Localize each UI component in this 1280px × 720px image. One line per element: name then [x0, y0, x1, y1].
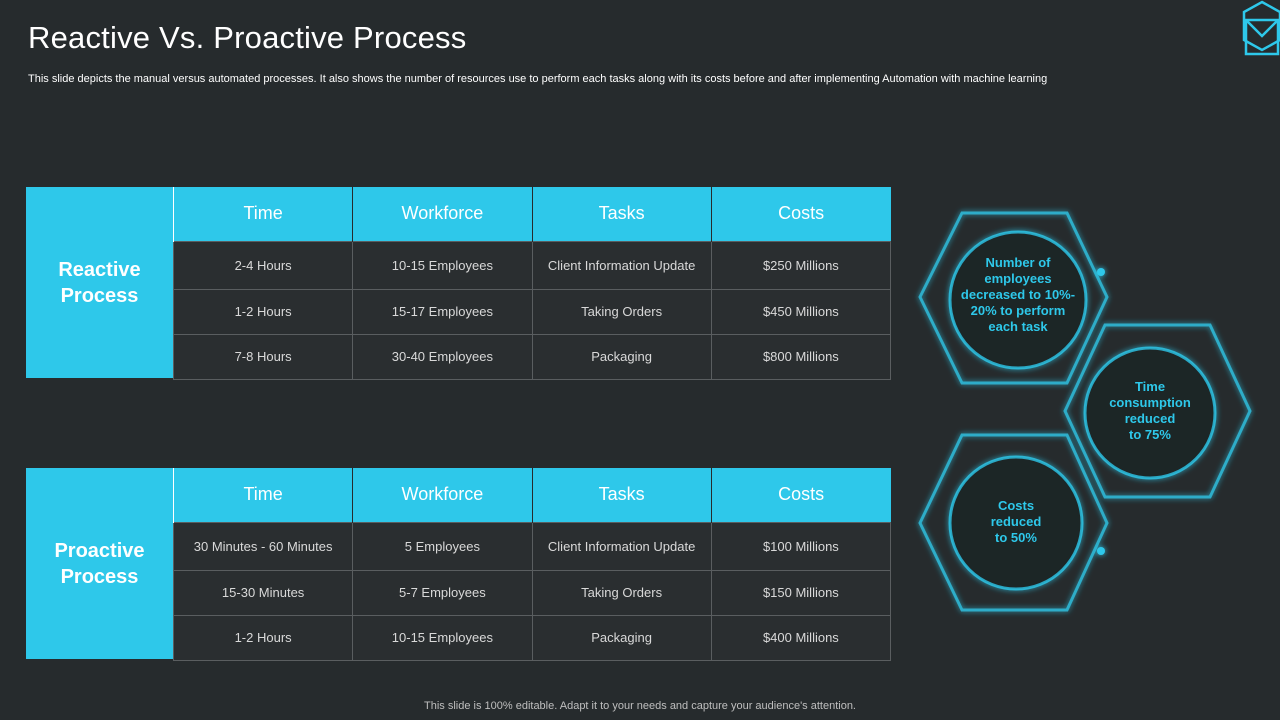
- cell-costs: $450 Millions: [710, 288, 892, 335]
- cell-tasks: Taking Orders: [531, 569, 712, 616]
- hexagon-3: [918, 433, 1109, 612]
- header-costs: Costs: [710, 468, 891, 522]
- highlight-line: to 75%: [1129, 427, 1171, 442]
- proactive-process-label: Proactive Process: [26, 468, 173, 659]
- cell-costs: $150 Millions: [710, 569, 892, 616]
- highlight-line: employees: [984, 271, 1052, 286]
- cell-costs: $800 Millions: [710, 333, 892, 380]
- cell-tasks: Packaging: [531, 333, 712, 380]
- header-tasks: Tasks: [531, 187, 712, 241]
- cell-time: 1-2 Hours: [172, 614, 354, 661]
- cell-workforce: 30-40 Employees: [352, 333, 533, 380]
- table-row: 2-4 Hours 10-15 Employees Client Informa…: [172, 240, 892, 290]
- header-tasks: Tasks: [531, 468, 712, 522]
- footer-note: This slide is 100% editable. Adapt it to…: [424, 700, 856, 712]
- cell-tasks: Client Information Update: [531, 240, 712, 290]
- cell-time: 2-4 Hours: [172, 240, 354, 290]
- header-time: Time: [172, 468, 353, 522]
- proactive-process-table: Proactive Process Time Workforce Tasks C…: [26, 468, 892, 661]
- reactive-label-line1: Reactive: [58, 258, 141, 281]
- cell-tasks: Packaging: [531, 614, 712, 661]
- envelope-hexagon-icon: [1242, 0, 1280, 56]
- highlight-time-text: Time consumption reduced to 75%: [1090, 379, 1210, 443]
- hexagon-1: [918, 211, 1109, 385]
- header-row: Time Workforce Tasks Costs: [172, 187, 891, 241]
- header-workforce: Workforce: [352, 187, 532, 241]
- highlight-line: Time: [1134, 379, 1166, 394]
- highlight-line: 20% to perform: [970, 303, 1066, 318]
- highlight-line: reduced: [1124, 411, 1176, 426]
- header-row: Time Workforce Tasks Costs: [172, 468, 891, 522]
- header-costs: Costs: [710, 187, 891, 241]
- table-row: 30 Minutes - 60 Minutes 5 Employees Clie…: [172, 521, 892, 571]
- cell-time: 30 Minutes - 60 Minutes: [172, 521, 354, 571]
- highlight-line: each task: [988, 319, 1048, 334]
- cell-costs: $250 Millions: [710, 240, 892, 290]
- cell-tasks: Client Information Update: [531, 521, 712, 571]
- proactive-label-line1: Proactive: [54, 539, 145, 562]
- cell-workforce: 5-7 Employees: [352, 569, 533, 616]
- hexagon-graphic: [918, 211, 1252, 612]
- reactive-process-label: Reactive Process: [26, 187, 173, 378]
- cell-costs: $100 Millions: [710, 521, 892, 571]
- table-row: 7-8 Hours 30-40 Employees Packaging $800…: [172, 333, 892, 380]
- highlight-line: Number of: [985, 255, 1051, 270]
- reactive-label-line2: Process: [60, 284, 139, 307]
- reactive-process-table: Reactive Process Time Workforce Tasks Co…: [26, 187, 892, 380]
- table-row: 1-2 Hours 15-17 Employees Taking Orders …: [172, 288, 892, 335]
- hexagon-2: [1063, 323, 1252, 499]
- highlight-line: consumption: [1109, 395, 1191, 410]
- table-row: 1-2 Hours 10-15 Employees Packaging $400…: [172, 614, 892, 661]
- cell-costs: $400 Millions: [710, 614, 892, 661]
- cell-time: 1-2 Hours: [172, 288, 354, 335]
- highlight-line: decreased to 10%-: [960, 287, 1076, 302]
- reactive-grid: Time Workforce Tasks Costs 2-4 Hours 10-…: [172, 187, 892, 380]
- highlight-line: to 50%: [995, 530, 1037, 545]
- table-row: 15-30 Minutes 5-7 Employees Taking Order…: [172, 569, 892, 616]
- slide-subtitle: This slide depicts the manual versus aut…: [28, 73, 1048, 85]
- cell-workforce: 15-17 Employees: [352, 288, 533, 335]
- highlight-costs-text: Costs reduced to 50%: [956, 498, 1076, 546]
- proactive-grid: Time Workforce Tasks Costs 30 Minutes - …: [172, 468, 892, 661]
- slide-title: Reactive Vs. Proactive Process: [28, 20, 467, 55]
- highlight-line: reduced: [990, 514, 1042, 529]
- header-time: Time: [172, 187, 353, 241]
- cell-time: 15-30 Minutes: [172, 569, 354, 616]
- proactive-label-line2: Process: [60, 565, 139, 588]
- cell-workforce: 10-15 Employees: [352, 240, 533, 290]
- header-workforce: Workforce: [352, 468, 532, 522]
- highlight-line: Costs: [997, 498, 1035, 513]
- cell-tasks: Taking Orders: [531, 288, 712, 335]
- cell-workforce: 10-15 Employees: [352, 614, 533, 661]
- highlight-employees-text: Number of employees decreased to 10%- 20…: [948, 255, 1088, 335]
- highlights-panel: Number of employees decreased to 10%- 20…: [912, 205, 1262, 615]
- cell-workforce: 5 Employees: [352, 521, 533, 571]
- cell-time: 7-8 Hours: [172, 333, 354, 380]
